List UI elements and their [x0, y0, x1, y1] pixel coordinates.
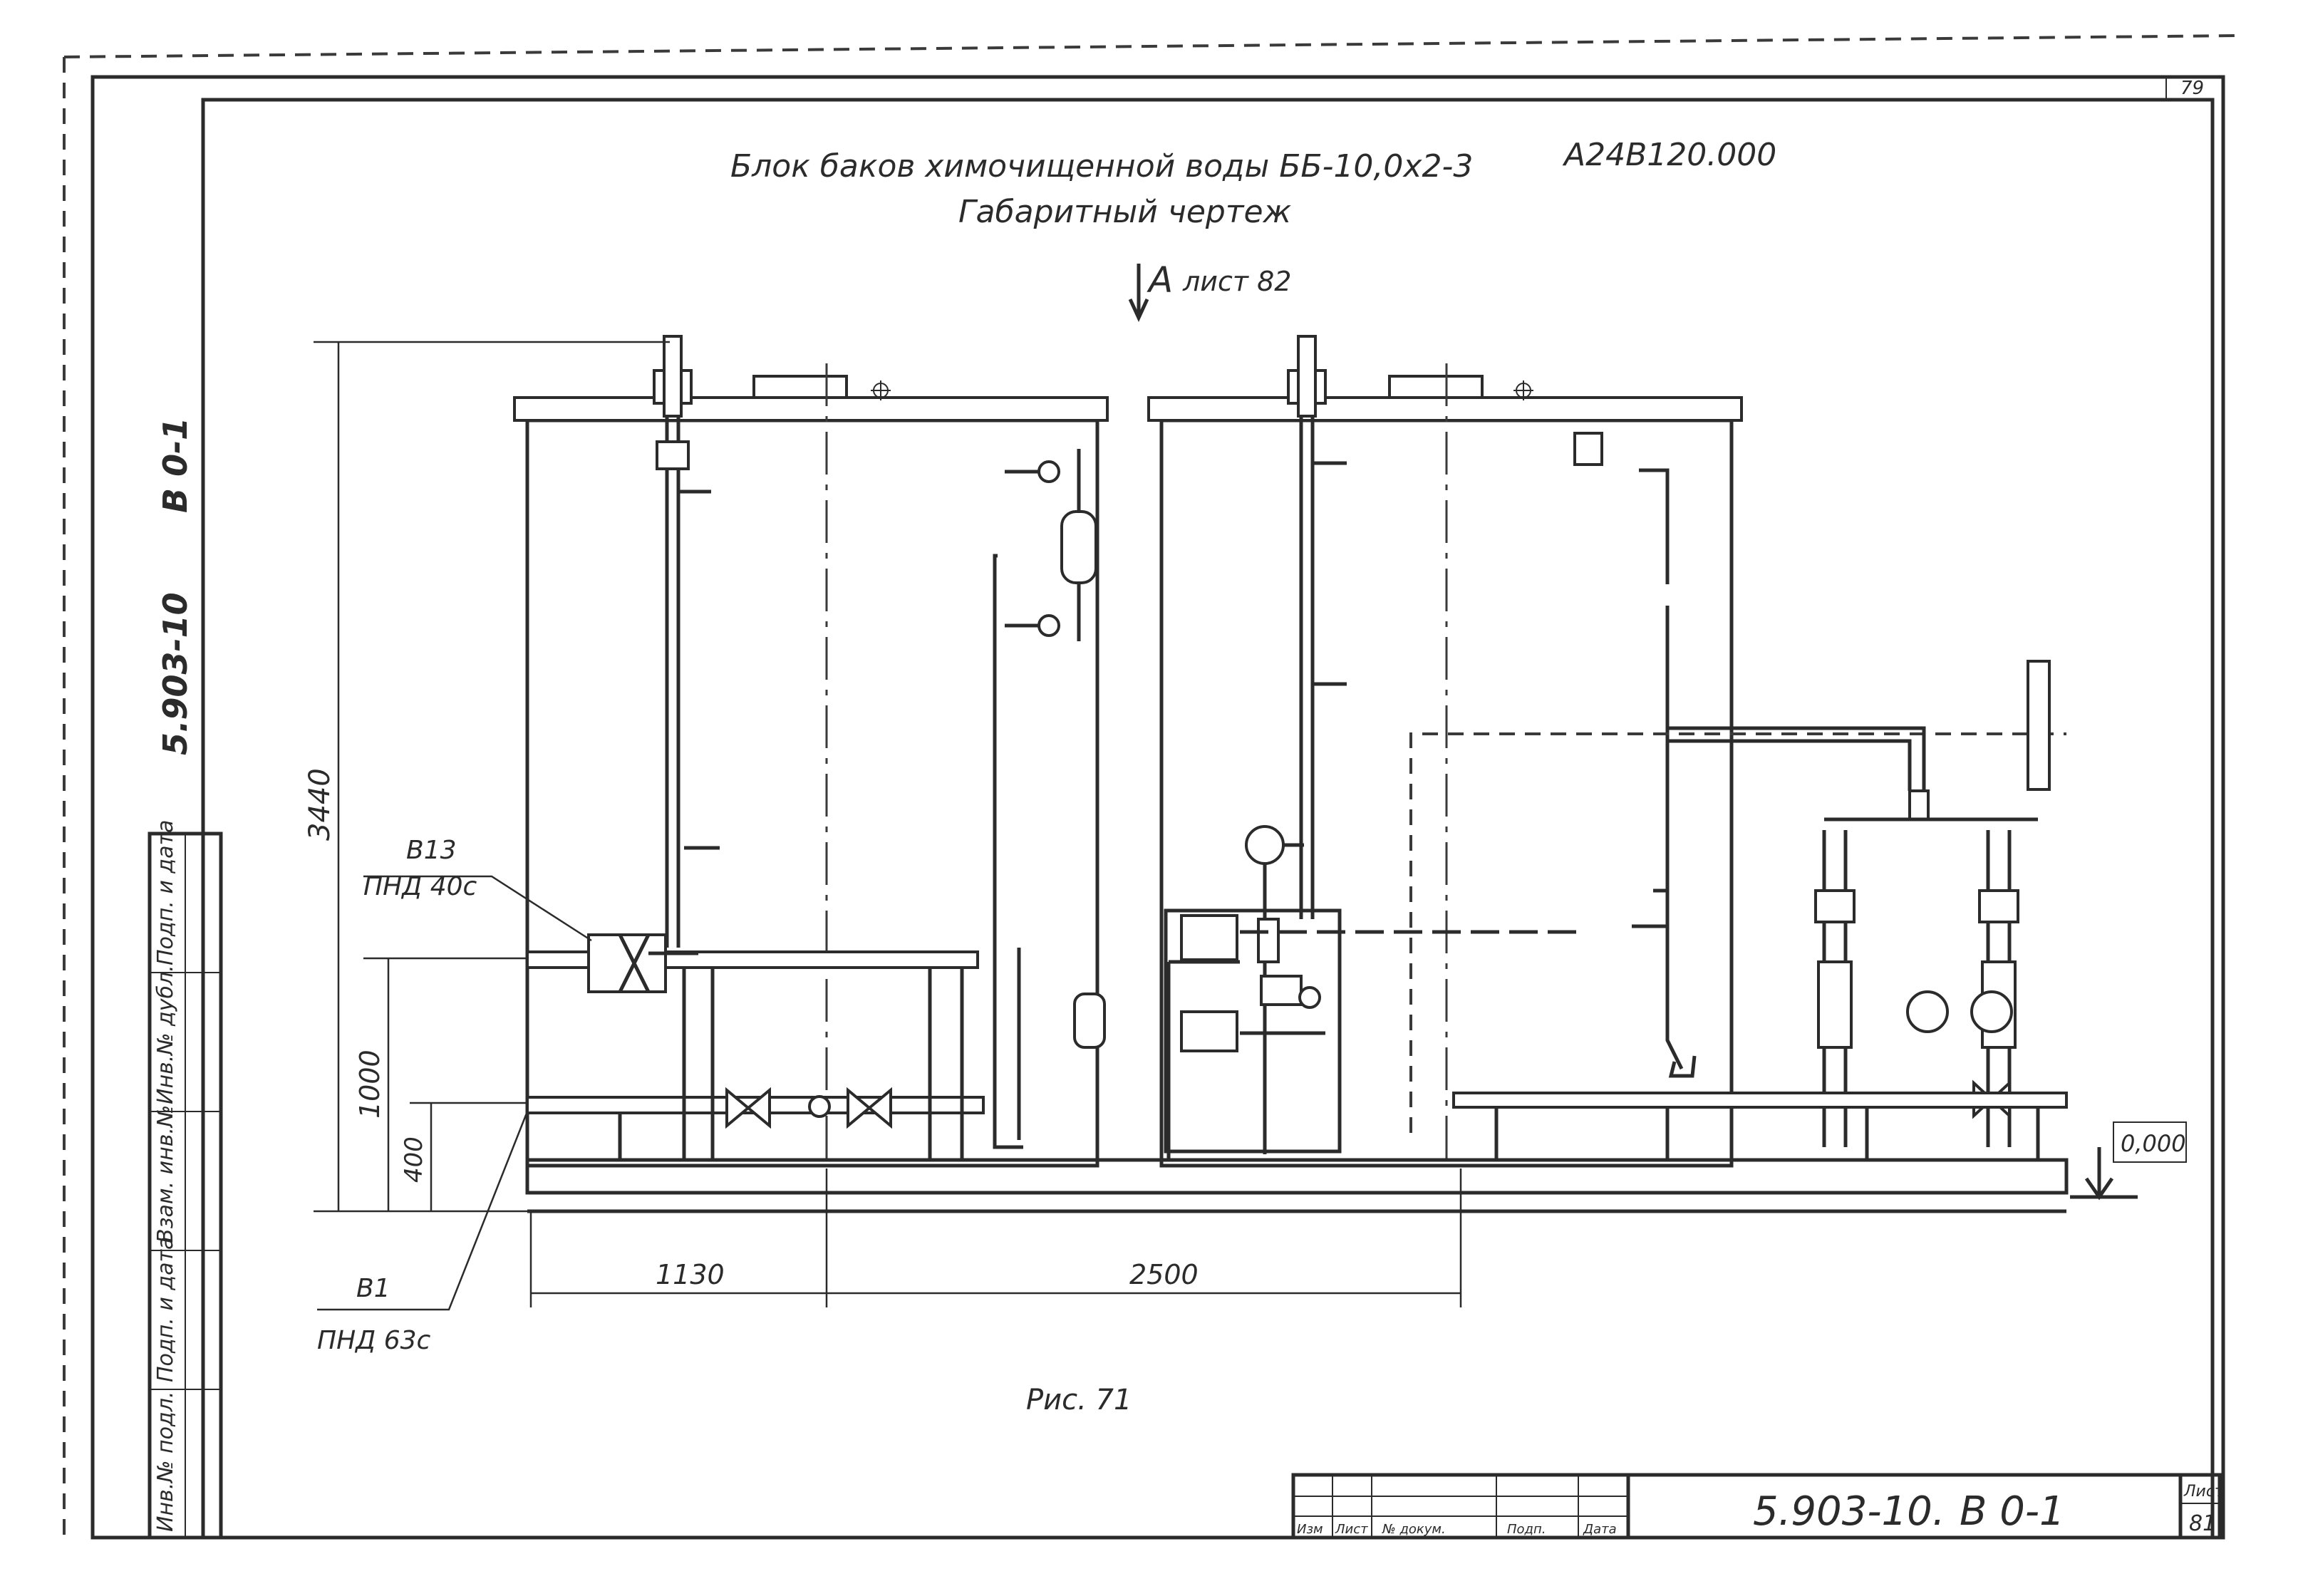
- right-equipment: [1452, 660, 2068, 1161]
- base-frame: [525, 1158, 2069, 1213]
- dashed-zone: [1409, 732, 2066, 1133]
- stamp-field-2: Инв.№ дубл.: [153, 965, 178, 1104]
- vent-pipes: [663, 335, 1317, 418]
- tb-column-list: Лист: [1335, 1522, 1368, 1537]
- title-block: Изм Лист № докум. Подп. Дата Лист 81: [1291, 1473, 2225, 1540]
- stamp-field-5: Инв.№ подл.: [153, 1392, 178, 1532]
- tb-column-izm: Изм: [1297, 1522, 1323, 1537]
- view-marker: А: [1147, 259, 1173, 301]
- side-stamp: Подп. и дата Инв.№ дубл. Взам. инв.№ Под…: [148, 820, 223, 1540]
- figure-caption: Рис. 71: [1026, 1384, 1132, 1416]
- central-pump-station: [1164, 825, 1582, 1154]
- tb-sheet-code: В 0-1: [1960, 1488, 2065, 1535]
- dimension-1130: 1130: [656, 1259, 725, 1290]
- tb-column-sign: Подп.: [1507, 1522, 1546, 1537]
- side-stamp-sheet-code: В 0-1: [156, 418, 195, 513]
- left-pipework: [526, 933, 1171, 1161]
- view-reference: лист 82: [1182, 266, 1291, 297]
- tank-right: [1147, 335, 1743, 1168]
- callout-upper-code: В13: [406, 836, 457, 865]
- tb-sheet-number: 81: [2189, 1511, 2216, 1536]
- drawing-title-name: Блок баков химочищенной воды ББ-10,0х2-3: [730, 148, 1473, 185]
- tank-left: [513, 335, 1109, 1168]
- level-mark-label: 0,000: [2121, 1130, 2186, 1157]
- callout-lower-code: В1: [356, 1274, 390, 1303]
- level-gauge: [993, 449, 1106, 1149]
- dimension-lines-vertical: [314, 341, 670, 1213]
- side-stamp-code: 5.903-10: [156, 592, 195, 755]
- level-mark-symbol: [2070, 1121, 2187, 1201]
- sheet-frame: [63, 34, 2238, 1540]
- stamp-field-3: Взам. инв.№: [153, 1105, 178, 1243]
- dimension-2500: 2500: [1129, 1259, 1199, 1290]
- stamp-field-1: Подп. и дата: [153, 820, 178, 965]
- tb-column-date: Дата: [1583, 1522, 1617, 1537]
- dimension-3440: 3440: [304, 768, 336, 841]
- tb-document-code: 5.903-10.: [1753, 1488, 1945, 1535]
- tb-column-doc: № докум.: [1382, 1522, 1446, 1537]
- dimension-1000: 1000: [354, 1050, 385, 1119]
- stamp-field-4: Подп. и дата: [153, 1237, 178, 1382]
- callout-leader-lower: [317, 1111, 529, 1311]
- callout-lower-spec: ПНД 63с: [317, 1326, 431, 1355]
- view-direction-arrow: [1128, 264, 1149, 322]
- corner-sheet-number: 79: [2180, 78, 2204, 99]
- dimension-lines-horizontal: [529, 1168, 1462, 1307]
- drawing-title-subtitle: Габаритный чертеж: [958, 194, 1292, 230]
- dimension-400: 400: [400, 1136, 428, 1183]
- tb-sheet-label: Лист: [2183, 1483, 2225, 1501]
- drawing-title-code: А24В120.000: [1562, 137, 1776, 173]
- callout-upper-spec: ПНД 40с: [363, 872, 477, 901]
- callout-leader-upper: [363, 875, 592, 942]
